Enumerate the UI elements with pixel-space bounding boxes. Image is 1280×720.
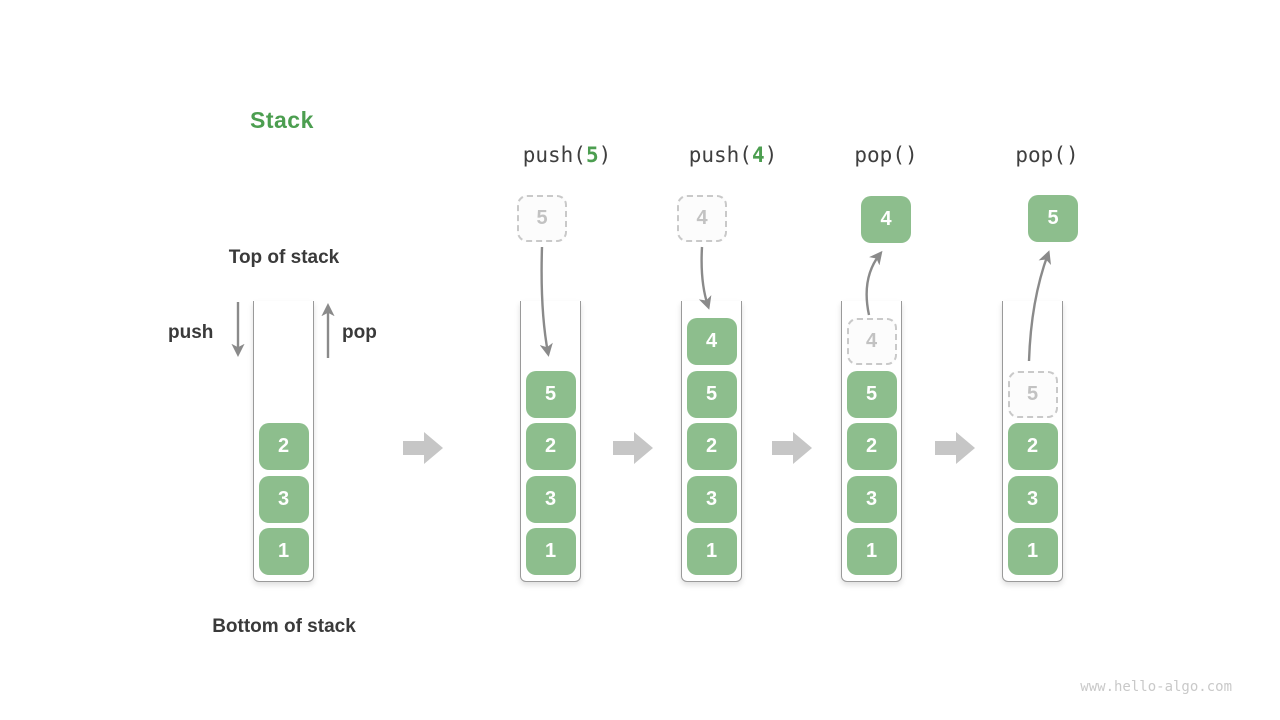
floating-value-pop-4: 4 [861, 196, 911, 243]
stack-item-3: 3 [846, 476, 897, 523]
transition-arrow-icon [403, 432, 443, 464]
stack-item-2: 2 [686, 423, 737, 470]
push-label: push [168, 322, 214, 343]
operation-text: ) [598, 143, 612, 167]
stack-item-2: 2 [1007, 423, 1058, 470]
operation-label-pop-5: pop() [1015, 143, 1078, 167]
floating-value-push-4: 4 [677, 195, 727, 242]
stack-item-2: 2 [525, 423, 576, 470]
stack-item-5: 5 [686, 371, 737, 418]
floating-value-pop-5: 5 [1028, 195, 1078, 242]
stack-item-3: 3 [258, 476, 309, 523]
operation-text: push( [688, 143, 752, 167]
stack-after-push-5: 5 2 3 1 [520, 301, 581, 582]
stack-item-1: 1 [846, 528, 897, 575]
operation-text: push( [522, 143, 586, 167]
stack-item-ghost-5: 5 [1007, 371, 1058, 418]
transition-arrow-icon [935, 432, 975, 464]
operation-label-pop-4: pop() [854, 143, 917, 167]
transition-arrow-icon [613, 432, 653, 464]
diagram-title: Stack [250, 107, 314, 133]
transition-arrow-icon [772, 432, 812, 464]
stack-item-3: 3 [1007, 476, 1058, 523]
watermark: www.hello-algo.com [1080, 679, 1232, 695]
stack-item-5: 5 [846, 371, 897, 418]
stack-after-push-4: 4 5 2 3 1 [681, 301, 742, 582]
operation-text: pop() [1015, 143, 1079, 167]
operation-arg: 4 [751, 143, 765, 167]
operation-label-push-4: push(4) [689, 143, 778, 167]
bottom-of-stack-label: Bottom of stack [212, 616, 356, 637]
stack-item-1: 1 [525, 528, 576, 575]
stack-item-ghost-4: 4 [846, 318, 897, 365]
top-of-stack-label: Top of stack [228, 247, 340, 268]
stack-after-pop-4: 4 5 2 3 1 [841, 301, 902, 582]
pop-label: pop [342, 322, 377, 343]
stack-after-pop-5: 5 2 3 1 [1002, 301, 1063, 582]
stack-item-5: 5 [525, 371, 576, 418]
operation-label-push-5: push(5) [523, 143, 612, 167]
stack-item-2: 2 [846, 423, 897, 470]
stack-item-1: 1 [686, 528, 737, 575]
initial-stack: 2 3 1 [253, 301, 314, 582]
stack-item-1: 1 [1007, 528, 1058, 575]
push-4-arrow-icon [698, 246, 712, 310]
operation-text: pop() [854, 143, 918, 167]
stack-item-1: 1 [258, 528, 309, 575]
stack-item-3: 3 [686, 476, 737, 523]
stack-item-4: 4 [686, 318, 737, 365]
stack-item-2: 2 [258, 423, 309, 470]
floating-value-push-5: 5 [517, 195, 567, 242]
operation-text: ) [764, 143, 778, 167]
stack-item-3: 3 [525, 476, 576, 523]
operation-arg: 5 [585, 143, 599, 167]
